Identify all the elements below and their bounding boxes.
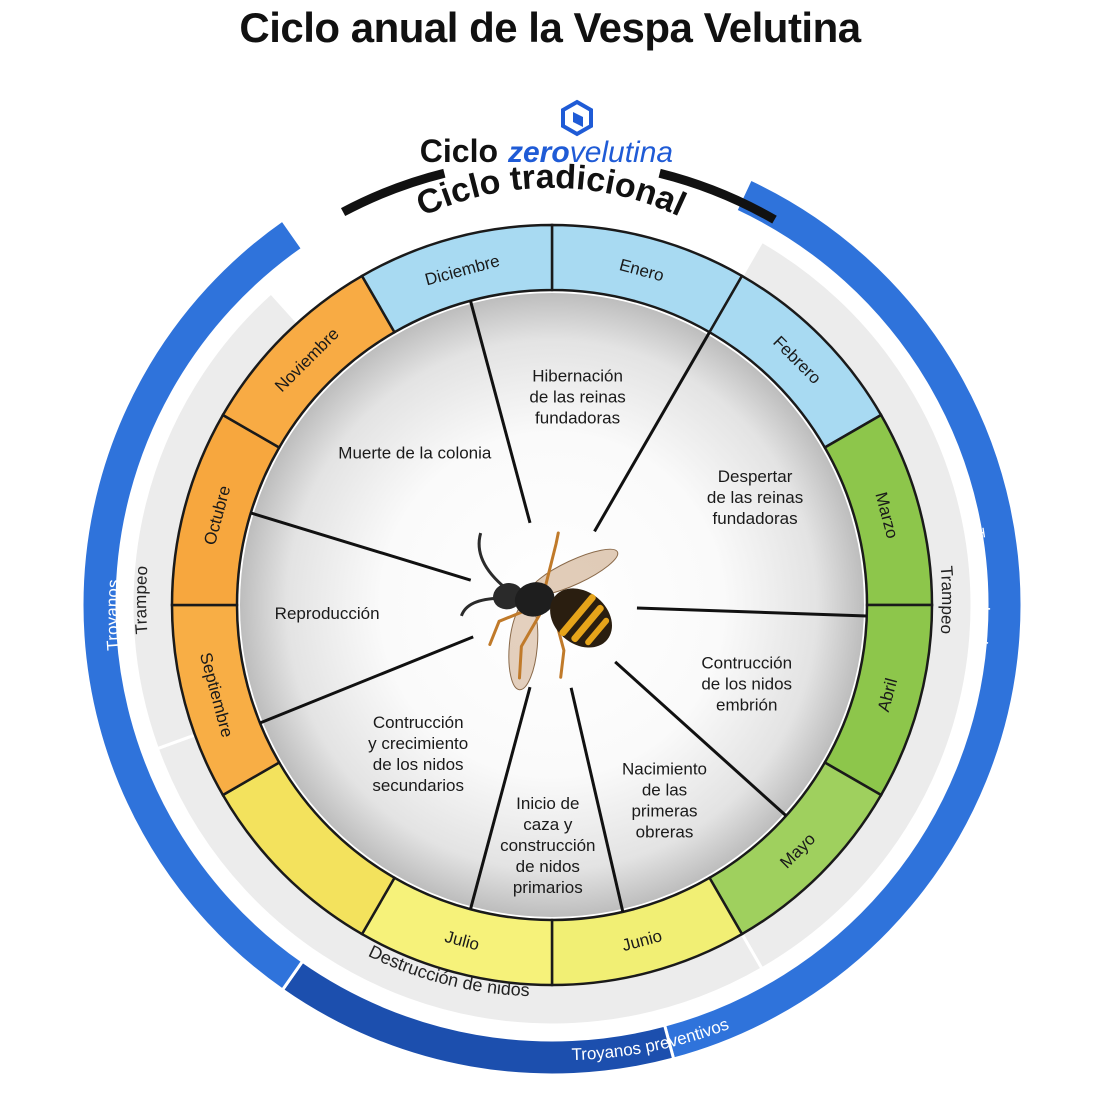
hexagon-logo-icon <box>561 99 593 137</box>
phase-dividers <box>250 300 867 913</box>
phase-divider <box>469 686 532 910</box>
phase-divider <box>259 635 474 725</box>
page-title: Ciclo anual de la Vespa Velutina <box>239 4 861 51</box>
month-ring: EneroFebreroMarzoAbrilMayoJunioJulioSept… <box>170 223 934 987</box>
brand-name: zerovelutina <box>507 136 673 169</box>
brand: Ciclo zerovelutina <box>420 99 673 169</box>
phase-divider <box>614 660 788 817</box>
zero-arc-left <box>340 168 446 217</box>
trampeo-left-label: Trampeo <box>131 565 151 635</box>
brand-name-light: velutina <box>570 136 673 169</box>
month-segment <box>360 223 554 334</box>
zero-arc-right <box>658 168 777 224</box>
troyanos-label: Troyanos <box>103 579 123 651</box>
phase-divider <box>569 687 625 913</box>
phase-label: Muerte de la colonia <box>338 444 492 463</box>
phase-divider <box>469 300 532 524</box>
phase-divider <box>593 331 711 533</box>
wasp-icon <box>460 531 619 691</box>
trampeo-right-label: Trampeo <box>937 565 957 635</box>
phase-divider <box>636 606 867 618</box>
phase-divider <box>250 511 472 582</box>
brand-name-bold: zero <box>507 136 570 169</box>
brand-prefix: Ciclo <box>420 133 498 169</box>
phase-label: Reproducción <box>275 604 380 623</box>
troyanos-band <box>80 217 305 993</box>
outer-action-bands <box>80 177 1024 1077</box>
